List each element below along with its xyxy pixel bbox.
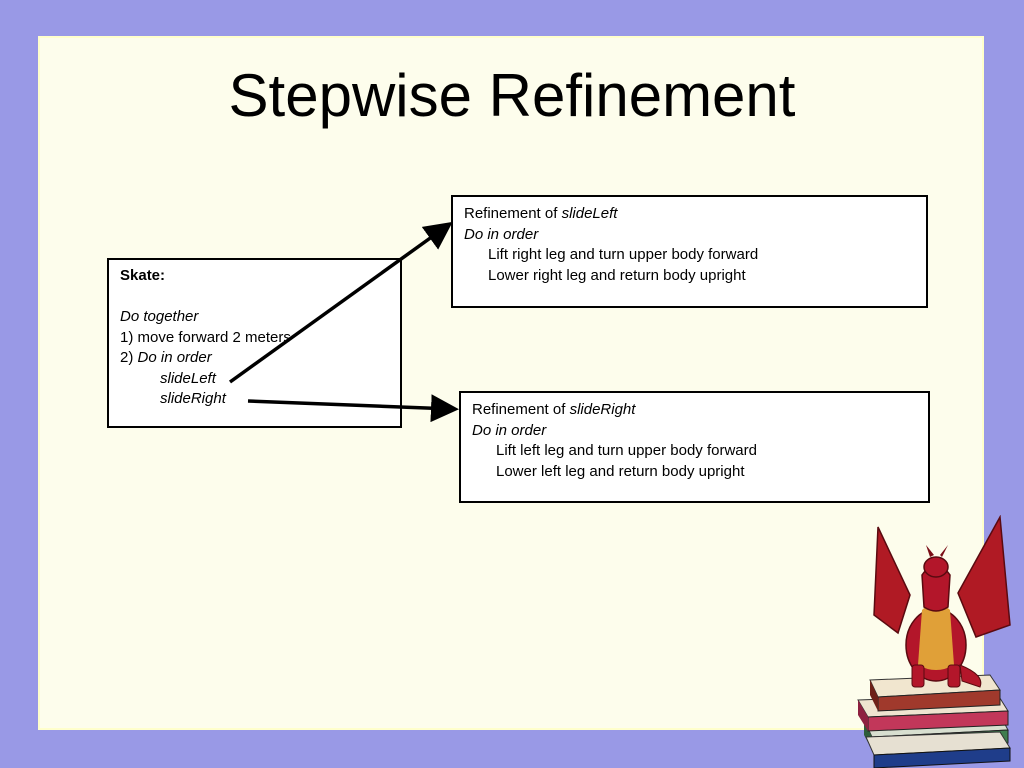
books-stack-icon (857, 674, 1011, 768)
skate-do-together: Do together (120, 308, 199, 325)
skate-slideleft-call: slideLeft (160, 369, 216, 387)
dragon-on-books-icon (857, 515, 1011, 768)
slideleft-heading-prefix: Refinement of (464, 205, 562, 222)
skate-slideright-call: slideRight (160, 390, 226, 407)
slideright-heading: Refinement of slideRight (472, 400, 928, 421)
slideleft-heading: Refinement of slideLeft (464, 204, 926, 225)
skate-step-2: 2) Do in order (120, 348, 400, 369)
slideleft-heading-name: slideLeft (561, 205, 618, 222)
slideright-refinement-box: Refinement of slideRight Do in order Lif… (459, 391, 930, 503)
slideright-step-2: Lower left leg and return body upright (496, 462, 745, 480)
slideright-step-1: Lift left leg and turn upper body forwar… (496, 442, 757, 459)
slideleft-refinement-box: Refinement of slideLeft Do in order Lift… (451, 195, 928, 308)
slideleft-do-in-order: Do in order (464, 225, 539, 243)
slide-title: Stepwise Refinement (228, 62, 796, 129)
slideleft-step-1: Lift right leg and turn upper body forwa… (488, 246, 759, 263)
skate-heading: Skate: (120, 267, 166, 284)
spacer (120, 287, 400, 308)
skate-procedure-box: Skate: Do together 1) move forward 2 met… (107, 258, 402, 428)
slideright-heading-prefix: Refinement of (472, 401, 570, 418)
dragon-icon (873, 515, 1011, 688)
slideleft-step-2: Lower right leg and return body upright (488, 266, 746, 284)
skate-step-1: 1) move forward 2 meters (120, 328, 291, 346)
skate-step-2-do-in-order: Do in order (137, 349, 212, 366)
slideright-heading-name: slideRight (569, 401, 636, 418)
slideright-do-in-order: Do in order (472, 421, 547, 439)
skate-step-2-prefix: 2) (120, 349, 138, 366)
